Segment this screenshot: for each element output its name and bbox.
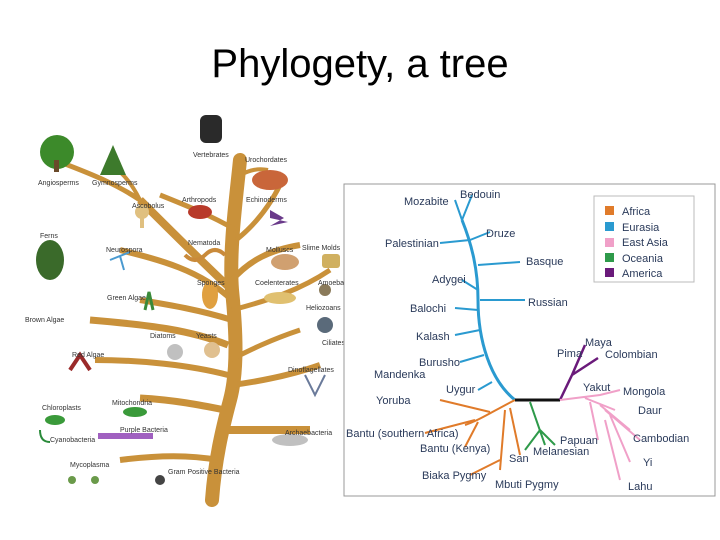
population-label: Yakut	[583, 382, 610, 394]
tol-label: Gram Positive Bacteria	[168, 469, 240, 476]
legend: Africa Eurasia East Asia Oceania America	[593, 195, 695, 283]
population-label: Mandenka	[374, 369, 426, 381]
population-label: Adygei	[432, 274, 466, 286]
tree-of-life: Vertebrates Urochordates Angiosperms Gym…	[25, 115, 345, 507]
population-label: Bantu (Kenya)	[420, 443, 490, 455]
population-label: Pima	[557, 348, 583, 360]
population-label: Daur	[638, 405, 662, 417]
tol-label: Neurospora	[106, 247, 143, 254]
tol-label: Brown Algae	[25, 317, 64, 324]
tol-label: Molluscs	[266, 247, 294, 254]
population-label: Yoruba	[376, 395, 411, 407]
legend-swatch-oceania	[605, 253, 614, 262]
human-population-tree: Mozabite Bedouin Druze Palestinian Basqu…	[343, 183, 716, 497]
tol-label: Coelenterates	[255, 280, 299, 287]
tol-label: Ferns	[40, 233, 58, 240]
legend-label: Africa	[622, 206, 651, 218]
tol-label: Purple Bacteria	[120, 427, 168, 434]
legend-label: America	[622, 268, 663, 280]
population-label: Papuan	[560, 435, 598, 447]
legend-swatch-east-asia	[605, 238, 614, 247]
legend-label: East Asia	[622, 237, 669, 249]
tol-label: Mitochondria	[112, 400, 152, 407]
population-label: Mongola	[623, 386, 666, 398]
tol-label: Archaebacteria	[285, 430, 332, 437]
tol-label: Amoeba	[318, 280, 344, 287]
population-label: Russian	[528, 297, 568, 309]
legend-swatch-africa	[605, 206, 614, 215]
legend-label: Eurasia	[622, 222, 660, 234]
population-label: Colombian	[605, 349, 658, 361]
population-label: Biaka Pygmy	[422, 470, 487, 482]
tol-label: Gymnosperms	[92, 180, 138, 187]
population-label: Bantu (southern Africa)	[346, 428, 459, 440]
population-label: Yi	[643, 457, 652, 469]
tol-label: Vertebrates	[193, 152, 229, 159]
population-label: Balochi	[410, 303, 446, 315]
tol-label: Green Algae	[107, 295, 146, 302]
population-label: Bedouin	[460, 189, 500, 201]
tol-label: Sponges	[197, 280, 225, 287]
population-label: Maya	[585, 337, 613, 349]
tol-label: Yeasts	[196, 333, 217, 340]
tol-label: Red Algae	[72, 352, 104, 359]
tol-label: Echinoderms	[246, 197, 287, 204]
legend-swatch-eurasia	[605, 222, 614, 231]
tol-label: Arthropods	[182, 197, 217, 204]
tol-label: Mycoplasma	[70, 462, 109, 469]
tol-label: Diatoms	[150, 333, 176, 340]
population-label: Druze	[486, 228, 515, 240]
tol-label: Cyanobacteria	[50, 437, 95, 444]
population-label: Mozabite	[404, 196, 449, 208]
population-label: Basque	[526, 256, 563, 268]
population-label: Burusho	[419, 357, 460, 369]
population-label: Kalash	[416, 331, 450, 343]
population-label: San	[509, 453, 529, 465]
population-label: Melanesian	[533, 446, 589, 458]
population-label: Uygur	[446, 384, 476, 396]
slide-title: Phylogety, a tree	[211, 42, 509, 86]
legend-label: Oceania	[622, 253, 664, 265]
tol-label: Ascobolus	[132, 203, 165, 210]
population-label: Mbuti Pygmy	[495, 479, 559, 491]
tol-label: Angiosperms	[38, 180, 79, 187]
tol-label: Heliozoans	[306, 305, 341, 312]
legend-swatch-america	[605, 268, 614, 277]
tol-label: Nematoda	[188, 240, 220, 247]
population-label: Palestinian	[385, 238, 439, 250]
tol-label: Dinoflagellates	[288, 367, 334, 374]
tol-label: Urochordates	[245, 157, 288, 164]
population-label: Cambodian	[633, 433, 689, 445]
population-label: Lahu	[628, 481, 652, 493]
tol-label: Chloroplasts	[42, 405, 81, 412]
tol-label: Slime Molds	[302, 245, 341, 252]
tol-label: Ciliates	[322, 340, 345, 347]
